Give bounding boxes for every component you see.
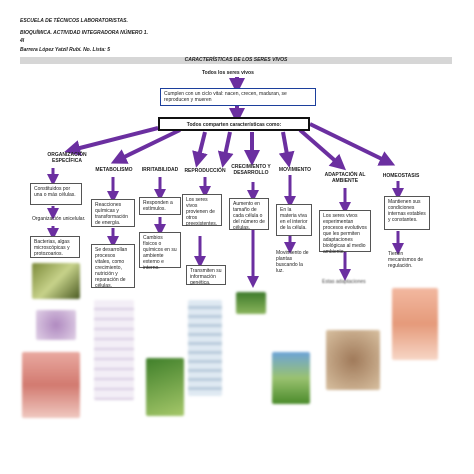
- branch-reproduccion-box2: Transmiten su información genética.: [186, 265, 226, 286]
- branch-reproduccion-box1: Los seres vivos provienen de otros preex…: [182, 194, 222, 227]
- branch-movimiento-box1: En la materia viva en el interior de la …: [276, 204, 312, 236]
- branch-title-adaptacion: ADAPTACIÓN AL AMBIENTE: [324, 172, 366, 184]
- branch-title-homeostasis: HOMEOSTASIS: [382, 173, 420, 179]
- branch-homeostasis-box1: Mantienen sus condiciones internas estab…: [384, 196, 430, 230]
- molecule-diagram-image: [188, 300, 222, 396]
- branch-title-metabolismo: METABOLISMO: [95, 167, 133, 173]
- branch-organizacion-box1: Constituidos por una o más células.: [30, 183, 82, 205]
- branch-organizacion-box3: Bacterias, algas microscópicas y protozo…: [30, 236, 80, 258]
- branch-adaptacion-text2: Estas adaptaciones: [322, 279, 366, 285]
- life-cycle-box: Cumplen con un ciclo vital: nacen, crece…: [160, 88, 316, 106]
- branch-title-movimiento: MOVIMIENTO: [278, 167, 312, 173]
- branch-title-organizacion: ORGANIZACIÓN ESPECÍFICA: [47, 152, 87, 164]
- branch-irritabilidad-box1: Responden a estímulos.: [139, 197, 181, 215]
- page-title: CARACTERÍSTICAS DE LOS SERES VIVOS: [20, 57, 452, 64]
- shared-characteristics-box: Todos comparten características como:: [158, 117, 310, 131]
- arrow-irritabilidad: [192, 131, 208, 168]
- branch-title-irritabilidad: IRRITABILIDAD: [141, 167, 179, 173]
- root-label: Todos los seres vivos: [202, 70, 254, 76]
- arrow-adaptacion: [298, 128, 347, 171]
- branch-movimiento-text2: Movimiento de plantas buscando la luz.: [276, 250, 309, 274]
- plant-image: [236, 292, 266, 314]
- arrow-metabolismo: [110, 128, 181, 164]
- landscape-image: [272, 352, 310, 404]
- school-name: ESCUELA DE TÉCNICOS LABORATORISTAS.: [20, 18, 128, 24]
- branch-metabolismo-box1: Reacciones químicas y transformación de …: [91, 199, 135, 227]
- branch-title-crecimiento: CRECIMIENTO Y DESARROLLO: [231, 164, 271, 176]
- branch-homeostasis-text2: Tienen mecanismos de regulación.: [388, 251, 424, 269]
- branch-title-reproduccion: REPRODUCCIÓN: [184, 168, 226, 174]
- arrow-organizacion: [64, 126, 159, 156]
- human-anatomy-image: [22, 352, 80, 418]
- branch-organizacion-text2: Organización unicelular.: [32, 216, 86, 222]
- animal-image: [326, 330, 380, 390]
- branch-irritabilidad-box2: Cambios físicos o químicos en su ambient…: [139, 232, 181, 271]
- group-label: 4I: [20, 38, 25, 44]
- arrow-homeostasis: [309, 122, 396, 166]
- cell-image: [36, 310, 76, 340]
- arrow-movimiento: [278, 131, 295, 168]
- body-diagram-image: [392, 288, 438, 360]
- bacteria-image: [32, 263, 80, 299]
- branch-adaptacion-box1: Los seres vivos experimentan procesos ev…: [319, 210, 371, 255]
- activity-title: BIOQUÍMICA. ACTIVIDAD INTEGRADORA NÚMERO…: [20, 30, 148, 36]
- caterpillar-image: [146, 358, 184, 416]
- branch-crecimiento-box1: Aumento en tamaño de cada célula o del n…: [229, 198, 269, 231]
- faded-diagram-image: [94, 300, 134, 400]
- arrow-reproduccion: [217, 131, 234, 168]
- branch-metabolismo-box2: Se desarrollan procesos vitales, como cr…: [91, 244, 135, 289]
- student-info: Barrera López Yatzil Rubí. No. Lista: 5: [20, 47, 111, 53]
